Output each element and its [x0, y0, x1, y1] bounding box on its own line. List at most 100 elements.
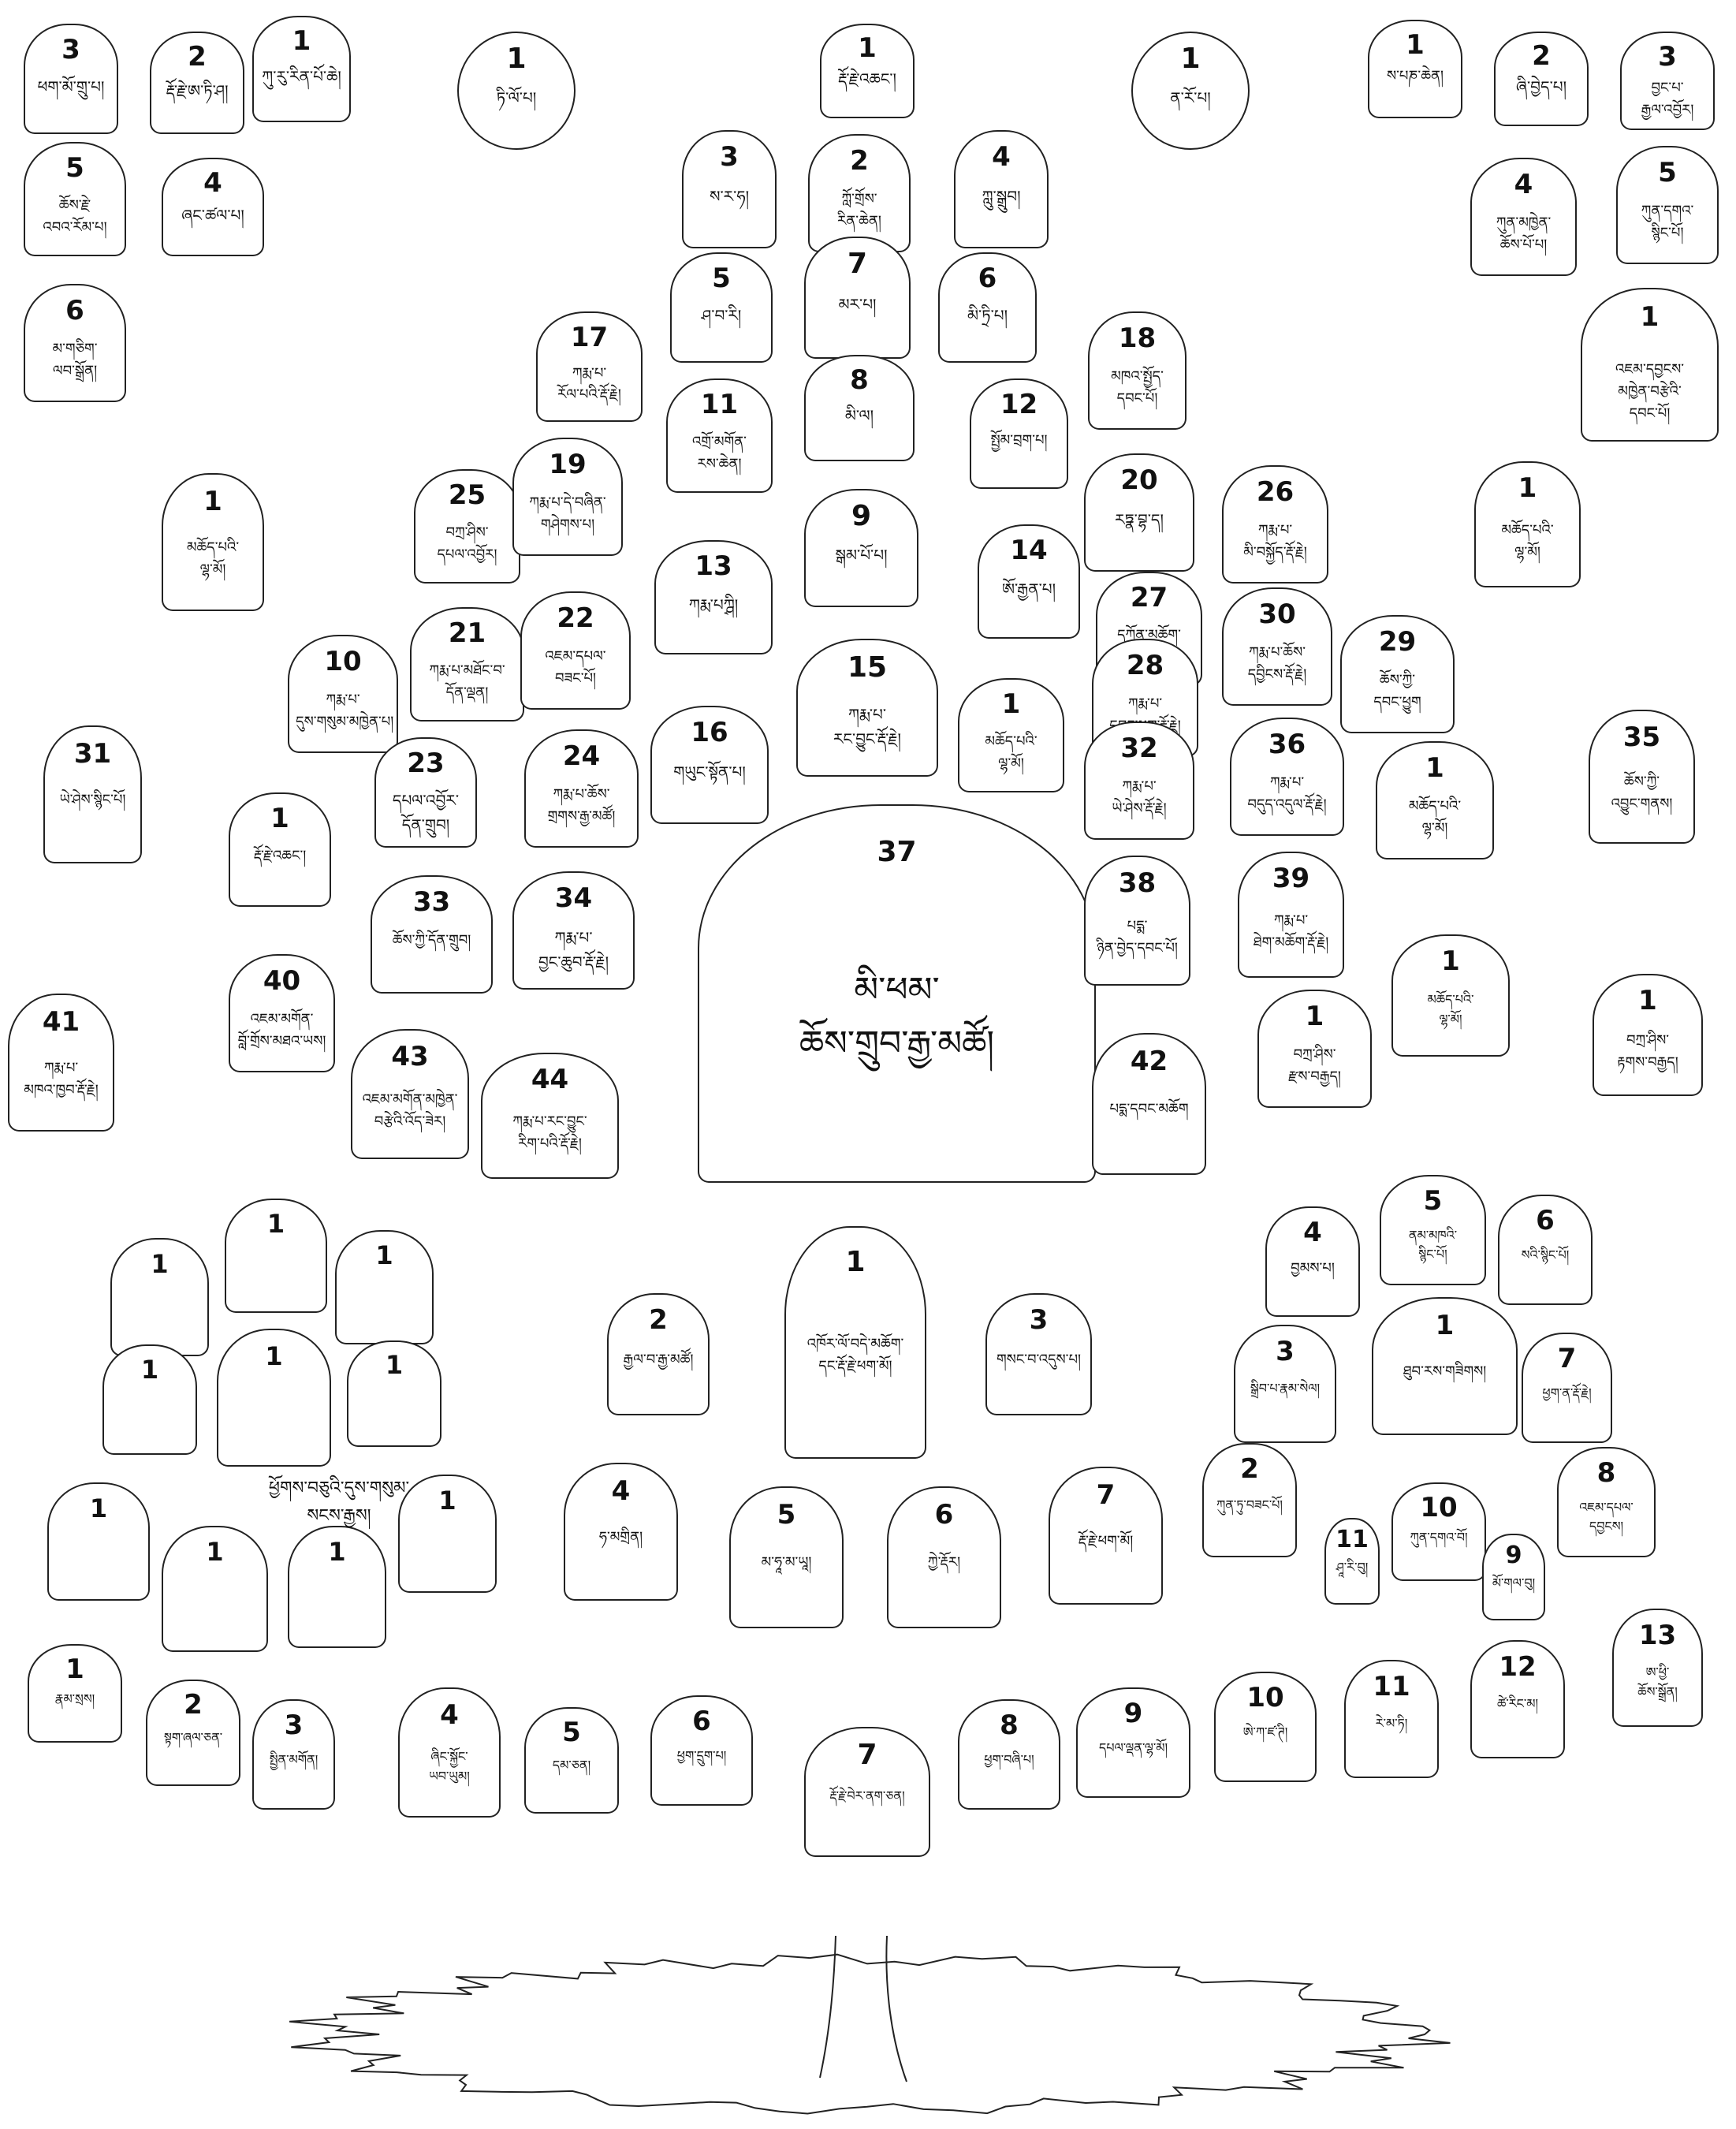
figure-label-line: ཀརྨ་པ་མཐོང་བ་	[418, 660, 516, 682]
figure-label: འཇམ་དབྱངས་མཁྱེན་བརྩེའི་དབང་པོ།	[1590, 359, 1709, 425]
figure-number: 8	[959, 1710, 1059, 1741]
figure-label-line: ཤཱ་རི་བུ།	[1329, 1558, 1375, 1578]
figure-number: 1	[49, 1493, 148, 1523]
figure-number: 5	[731, 1499, 842, 1531]
buddhas-of-three-times-label: ཕྱོགས་བཅུའི་དུས་གསུམ་ སངས་རྒྱས།	[170, 1475, 509, 1530]
figure-label-line: དབང་པོ།	[1095, 388, 1179, 410]
figure-label-line: རས་ཆེན།	[674, 453, 765, 475]
deity-figure: 1ཏི་ལོ་པ།	[457, 32, 576, 150]
deity-figure: 9སྒམ་པོ་པ།	[804, 489, 918, 607]
deity-figure: 18མཁའ་སྤྱོད་དབང་པོ།	[1088, 311, 1187, 430]
figure-label-line: ཨེ་ཀ་ཛ་ཊི།	[1222, 1723, 1309, 1743]
figure-label-line: འཇམ་དབྱངས་	[1590, 359, 1709, 381]
figure-number: 2	[810, 145, 909, 177]
figure-label: ཀུན་དགའ་སྙིང་པོ།	[1624, 200, 1712, 244]
deity-figure: 4ཧ་མགྲིན།	[564, 1463, 678, 1601]
figure-label: སྒྲིབ་པ་རྣམ་སེལ།	[1242, 1379, 1329, 1399]
figure-number: 10	[289, 646, 397, 677]
figure-label-line: ཀུན་ཏུ་བཟང་པོ།	[1209, 1496, 1290, 1516]
figure-label: གཡུང་སྟོན་པ།	[659, 760, 761, 785]
deity-figure: 44ཀརྨ་པ་རང་བྱུང་རིག་པའི་རྡོ་རྗེ།	[481, 1053, 619, 1179]
deity-figure: 1	[335, 1230, 434, 1344]
figure-label: དཔལ་ལྡན་ལྷ་མོ།	[1084, 1739, 1182, 1758]
figure-label: ཆོས་ཀྱི་དབང་ཕྱུག	[1348, 669, 1446, 714]
figure-label: མོ་གལ་བུ།	[1488, 1574, 1540, 1594]
figure-label-line: རྟགས་བརྒྱད།	[1600, 1052, 1695, 1074]
figure-label-line: པདྨ་	[1092, 915, 1183, 938]
figure-label-line: འབའ་རོམ་པ།	[32, 217, 119, 239]
figure-label-line: ཀློ་གྲོས་	[816, 188, 903, 211]
figure-label-line: ཕྱག་དྲུག་པ།	[658, 1747, 746, 1766]
figure-label: ཕྱག་བཞི་པ།	[966, 1751, 1053, 1770]
figure-number: 1	[1369, 29, 1461, 61]
figure-label-line: གཤེགས་པ།	[520, 514, 615, 536]
deity-figure: 1	[347, 1340, 441, 1447]
figure-number: 1	[348, 1350, 440, 1380]
figure-label-line: མི་ལ།	[812, 404, 907, 428]
deity-figure: 35ཆོས་ཀྱི་འབྱུང་གནས།	[1589, 710, 1695, 844]
figure-number: 1	[230, 803, 330, 834]
deity-figure: 11འགྲོ་མགོན་རས་ཆེན།	[666, 378, 773, 493]
figure-number: 1	[1259, 1001, 1370, 1032]
figure-number: 4	[1472, 169, 1575, 200]
figure-number: 23	[376, 748, 475, 779]
deity-figure: 40འཇམ་མགོན་བློ་གྲོས་མཐའ་ཡས།	[229, 954, 335, 1072]
figure-label-line: ཆོས་སྒྲོན།	[1619, 1683, 1697, 1702]
figure-number: 3	[684, 141, 775, 173]
deity-figure: 1རྣམ་སྲས།	[28, 1644, 122, 1743]
deity-figure: 19ཀརྨ་པ་དེ་བཞིན་གཤེགས་པ།	[512, 438, 623, 556]
figure-label-line: རེ་མ་ཏི།	[1351, 1714, 1432, 1734]
figure-label: ཡེ་ཤེས་སྙིང་པོ།	[50, 789, 135, 811]
figure-label-line: དོན་གྲུབ།	[382, 813, 470, 837]
figure-label-line: སའི་སྙིང་པོ།	[1505, 1246, 1585, 1266]
figure-label: སྟག་ཞལ་ཅན་	[153, 1728, 233, 1748]
figure-label: མར་པ།	[812, 293, 903, 317]
figure-number: 36	[1231, 729, 1343, 760]
deity-figure: 1མཆོད་པའི་ལྷ་མོ།	[162, 473, 264, 611]
figure-label-line: ཆོས་པོ་པ།	[1478, 234, 1569, 256]
figure-number: 5	[672, 263, 771, 294]
figure-label: དཔལ་འབྱོར་དོན་གྲུབ།	[382, 789, 470, 837]
figure-number: 1	[289, 1537, 385, 1567]
figure-label: མ་གཅིག་ལབ་སྒྲོན།	[32, 338, 119, 382]
deity-figure: 12སྤྱོམ་བྲག་པ།	[970, 378, 1068, 489]
figure-number: 27	[1097, 582, 1201, 613]
figure-number: 39	[1239, 863, 1343, 894]
figure-number: 11	[1326, 1526, 1378, 1553]
figure-label: ཨེ་ཀ་ཛ་ཊི།	[1222, 1723, 1309, 1743]
figure-label-line: རྡོ་རྗེ་བེར་ནག་ཅན།	[813, 1787, 921, 1806]
figure-label: རེ་མ་ཏི།	[1351, 1714, 1432, 1734]
figure-number: 1	[29, 1654, 121, 1685]
figure-label-line: ཀརྨ་པ་	[1092, 776, 1187, 798]
deity-figure: 4ཞིང་སྐྱོང་ཡབ་ཡུམ།	[398, 1687, 501, 1818]
figure-label: རཏྣ་བྷ་ད།	[1092, 508, 1187, 532]
deity-figure: 14ཨོ་རྒྱན་པ།	[978, 524, 1080, 639]
figure-number: 4	[956, 141, 1047, 173]
figure-number: 31	[45, 738, 140, 770]
figure-number: 1	[1373, 1310, 1516, 1341]
figure-number: 6	[940, 263, 1035, 294]
figure-label-line: ཨོ་རྒྱན་པ།	[985, 577, 1073, 602]
figure-number: 3	[1235, 1336, 1335, 1367]
deity-figure: 1ན་རོ་པ།	[1131, 32, 1250, 150]
figure-label-line: མཁའ་ཁྱབ་རྡོ་རྗེ།	[16, 1079, 106, 1102]
deity-figure: 2ཞི་བྱེད་པ།	[1494, 32, 1589, 126]
figure-label: ཀརྨ་པ་ཆོས་དབྱིངས་རྡོ་རྗེ།	[1230, 642, 1324, 686]
figure-label-line: སྤྱིན་མགོན།	[259, 1751, 329, 1770]
deity-figure: 11 ཤཱ་རི་བུ།	[1324, 1518, 1380, 1605]
figure-label: ཀརྨ་པ་ཐེག་མཆོག་རྡོ་རྗེ།	[1246, 910, 1336, 954]
deity-figure: 1ཀུ་རུ་རིན་པོ་ཆེ།	[252, 16, 351, 122]
deity-figure: 1	[47, 1482, 150, 1601]
figure-number: 6	[652, 1706, 751, 1737]
figure-label: མི་ལ།	[812, 404, 907, 428]
figure-label-line: དབྱིངས་རྡོ་རྗེ།	[1230, 664, 1324, 686]
figure-label-line: དཔལ་ལྡན་ལྷ་མོ།	[1084, 1739, 1182, 1758]
deity-figure: 8འཇམ་དཔལ་དབྱངས།	[1557, 1447, 1656, 1557]
figure-number: 8	[806, 364, 913, 396]
figure-label-line: བྱང་ཆུབ་རྡོ་རྗེ།	[521, 950, 626, 975]
deity-figure: 1	[217, 1329, 331, 1467]
lake-outline	[289, 1955, 1450, 2114]
